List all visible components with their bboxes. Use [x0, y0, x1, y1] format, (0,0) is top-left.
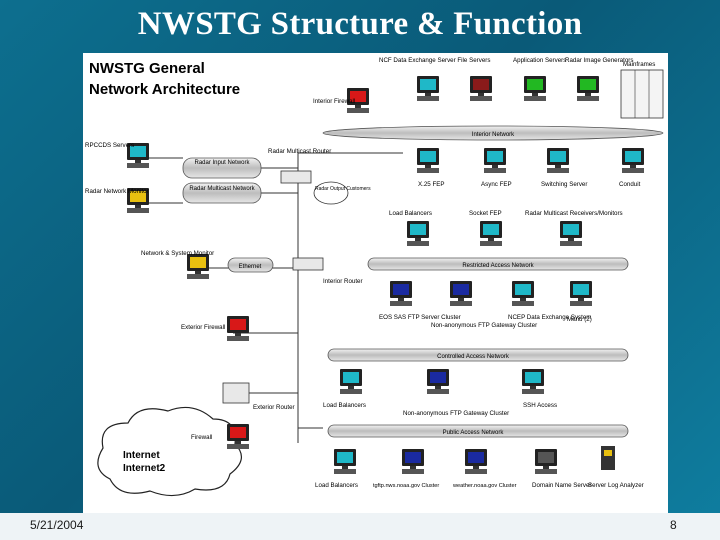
label-application-servers: Application Servers — [513, 57, 566, 64]
svg-text:Restricted Access Network: Restricted Access Network — [462, 263, 534, 269]
label-server-log-analyzer: Server Log Analyzer — [588, 482, 644, 489]
label-conduit: Conduit — [619, 181, 641, 188]
ssh-access-pc — [522, 369, 544, 394]
weather-pc — [465, 449, 487, 474]
async-fep-pc — [484, 148, 506, 173]
label-domain-name-server: Domain Name Server — [532, 482, 592, 489]
footer-band — [0, 513, 720, 540]
socket-fep-pc — [480, 221, 502, 246]
label-mainframes: Mainframes — [623, 61, 655, 68]
internet-cloud: Internet Internet2 — [97, 406, 242, 497]
label-radar-image-generators: Radar Image Generators — [565, 57, 633, 64]
svg-text:Public Access Network: Public Access Network — [443, 430, 505, 436]
non-anon-ftp-2-pc — [427, 369, 449, 394]
label-radar-output-customers: Radar Output Customers — [315, 186, 371, 192]
label-rpccds: RPCCDS Servers — [85, 142, 134, 149]
load-balancer-3-pc — [334, 449, 356, 474]
switching-server-pc — [547, 148, 569, 173]
label-radar-network-monitor: Radar Network Monitor — [85, 188, 149, 195]
footer-date: 5/21/2004 — [30, 518, 84, 532]
label-load-balancers-2: Load Balancers — [323, 402, 366, 409]
label-eos-sas: EOS SAS FTP Server Cluster — [379, 314, 461, 321]
ethernet-network: Ethernet — [227, 257, 274, 273]
radar-input-network: Radar Input Network — [182, 157, 262, 179]
label-weather: weather.noaa.gov Cluster — [452, 483, 517, 489]
radar-image-pc — [577, 76, 599, 101]
interior-router — [292, 257, 324, 271]
monitors — [127, 76, 644, 474]
diagram-heading-line1: NWSTG General — [89, 60, 205, 77]
footer-page-number: 8 — [670, 518, 677, 532]
label-non-anon-ftp-1: Non-anonymous FTP Gateway Cluster — [431, 322, 537, 329]
label-exterior-router: Exterior Router — [253, 404, 295, 411]
svg-text:Radar Multicast Network: Radar Multicast Network — [189, 186, 255, 192]
interior-network: Interior Network — [322, 125, 664, 141]
radar-multicast-router — [280, 170, 312, 184]
exterior-firewall-pc — [227, 316, 249, 341]
label-interior-firewall: Interior Firewall — [313, 98, 355, 105]
ncep-data-pc — [512, 281, 534, 306]
label-exterior-firewall: Exterior Firewall — [181, 324, 225, 331]
public-access-network: Public Access Network — [327, 424, 629, 438]
label-async-fep: Async FEP — [481, 181, 512, 188]
slide-title: NWSTG Structure & Function — [137, 6, 583, 42]
label-firewall: Firewall — [191, 434, 212, 441]
controlled-access-network: Controlled Access Network — [327, 348, 629, 362]
network-diagram: NWSTG General Network Architecture Inter… — [83, 53, 668, 513]
exterior-router — [222, 382, 250, 404]
svg-text:Controlled Access Network: Controlled Access Network — [437, 354, 510, 360]
diagram-heading-line2: Network Architecture — [89, 81, 240, 98]
conduit-pc — [622, 148, 644, 173]
radar-multicast-network: Radar Multicast Network — [182, 182, 262, 204]
internet2-label: Internet2 — [123, 463, 166, 474]
label-non-anon-ftp-2: Non-anonymous FTP Gateway Cluster — [403, 410, 509, 417]
svg-text:Radar Input Network: Radar Input Network — [194, 160, 250, 166]
application-server-pc — [524, 76, 546, 101]
label-menu: Menu (2) — [567, 316, 592, 323]
svg-text:Ethernet: Ethernet — [239, 264, 262, 270]
firewall-pc — [227, 424, 249, 449]
svg-text:Interior Network: Interior Network — [472, 132, 515, 138]
label-load-balancers-1: Load Balancers — [389, 210, 432, 217]
labels: Interior Firewall NCF Data Exchange Serv… — [85, 57, 655, 489]
mainframes-cabinet — [620, 69, 664, 119]
tgftp-pc — [402, 449, 424, 474]
load-balancer-2-pc — [340, 369, 362, 394]
label-x25-fep: X.25 FEP — [418, 181, 444, 188]
eos-sas-pc — [390, 281, 412, 306]
internet-label: Internet — [123, 450, 160, 461]
ncf-data-pc — [417, 76, 439, 101]
label-radar-multicast-router: Radar Multicast Router — [268, 148, 331, 155]
radar-output-customers-cloud — [313, 181, 349, 205]
label-socket-fep: Socket FEP — [469, 210, 502, 217]
label-switching-server: Switching Server — [541, 181, 587, 188]
label-tgftp: tgftp.nws.noaa.gov Cluster — [373, 483, 439, 489]
server-log-analyzer-box — [601, 446, 615, 470]
label-ssh-access: SSH Access — [523, 402, 557, 409]
menu-pc — [570, 281, 592, 306]
label-interior-router: Interior Router — [323, 278, 363, 285]
domain-name-server-pc — [535, 449, 557, 474]
x25-fep-pc — [417, 148, 439, 173]
network-system-monitor-pc — [187, 254, 209, 279]
label-radar-multicast-receivers: Radar Multicast Receivers/Monitors — [525, 210, 623, 217]
radar-multicast-receiver-pc — [560, 221, 582, 246]
file-server-pc — [470, 76, 492, 101]
non-anon-ftp-1-pc — [450, 281, 472, 306]
label-ncep-data: NCEP Data Exchange System — [508, 314, 591, 321]
load-balancer-1-pc — [407, 221, 429, 246]
label-load-balancers-3: Load Balancers — [315, 482, 358, 489]
label-ncf-data: NCF Data Exchange Server File Servers — [379, 57, 490, 64]
label-network-system-monitor: Network & System Monitor — [141, 250, 214, 257]
restricted-access-network: Restricted Access Network — [367, 257, 629, 271]
